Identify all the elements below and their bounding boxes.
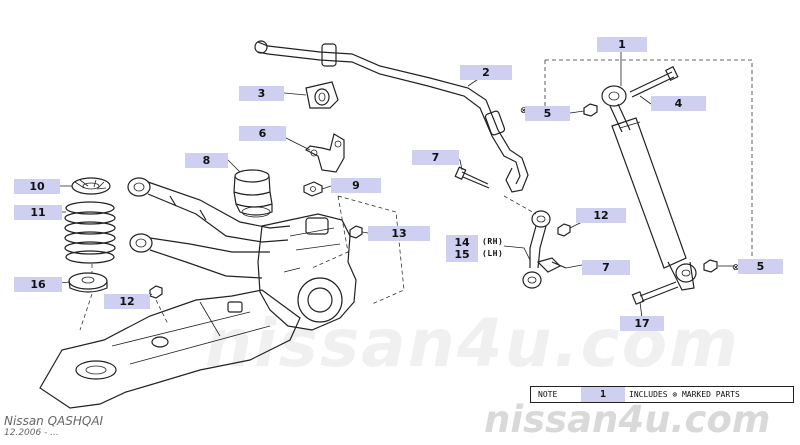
callout-12-upper[interactable]: 12 [576, 208, 626, 223]
bump-stop-drawing [233, 169, 273, 218]
callout-11[interactable]: 11 [14, 205, 62, 220]
watermark-footer: nissan4u.com [484, 398, 771, 441]
clamp-drawing [304, 133, 345, 173]
upper-link-drawing [127, 177, 291, 243]
callout-15[interactable]: 15 [446, 247, 478, 262]
callout-12-lower[interactable]: 12 [104, 294, 150, 309]
svg-text:⊗: ⊗ [732, 263, 740, 273]
lower-link-drawing [129, 233, 270, 279]
coil-spring-drawing [64, 201, 116, 264]
lh-tag: (LH) [482, 249, 504, 258]
bolt-4-drawing [629, 66, 679, 98]
subframe-drawing [39, 289, 301, 409]
callout-5-upper[interactable]: 5 [525, 106, 570, 121]
callout-16[interactable]: 16 [14, 277, 62, 292]
note-box: NOTE 1 INCLUDES ⊗ MARKED PARTS [530, 386, 794, 403]
callout-14[interactable]: 14 [446, 235, 478, 250]
spring-seat-upper-drawing [71, 177, 111, 195]
note-ref-callout[interactable]: 1 [581, 387, 625, 402]
rh-tag: (RH) [482, 237, 504, 246]
callout-7-lower[interactable]: 7 [582, 260, 630, 275]
model-name: Nissan QASHQAI [4, 414, 104, 428]
knuckle-drawing [257, 213, 357, 331]
bolt-lower-drawing [551, 261, 567, 269]
callout-9[interactable]: 9 [331, 178, 381, 193]
callout-3[interactable]: 3 [239, 86, 284, 101]
dashed-reference-lines [79, 59, 753, 331]
spring-seat-lower-drawing [68, 272, 108, 293]
bolt-upper-drawing [454, 166, 490, 189]
nut-5-lower-drawing [703, 259, 718, 273]
callout-7-upper[interactable]: 7 [412, 150, 459, 165]
stabilizer-bar-drawing [254, 40, 529, 193]
nut-13-drawing [349, 225, 363, 239]
callout-10[interactable]: 10 [14, 179, 60, 194]
nut-12-lower-drawing [149, 285, 163, 299]
radius-rod-drawing [522, 210, 562, 289]
nut-drawing [303, 181, 323, 197]
svg-text:⊗: ⊗ [520, 106, 528, 116]
callout-4[interactable]: 4 [651, 96, 706, 111]
callout-13[interactable]: 13 [368, 226, 430, 241]
callout-6[interactable]: 6 [239, 126, 286, 141]
marker-symbols: ⊗ ⊗ [520, 106, 740, 273]
callout-5-lower[interactable]: 5 [738, 259, 783, 274]
note-label: NOTE [538, 390, 558, 399]
callout-17[interactable]: 17 [620, 316, 664, 331]
callout-2[interactable]: 2 [460, 65, 512, 80]
bolt-17-drawing [631, 281, 679, 305]
model-date: 12.2006 - ... [4, 428, 59, 438]
bushing-drawing [305, 81, 339, 109]
callout-8[interactable]: 8 [185, 153, 228, 168]
nut-5-upper-drawing [583, 103, 598, 117]
callout-1[interactable]: 1 [597, 37, 647, 52]
shock-absorber-drawing [601, 85, 697, 291]
brand-caption: Nissan QASHQAI 12.2006 - ... [4, 414, 103, 439]
nut-12-upper-drawing [557, 223, 571, 237]
note-text: INCLUDES ⊗ MARKED PARTS [629, 390, 740, 399]
